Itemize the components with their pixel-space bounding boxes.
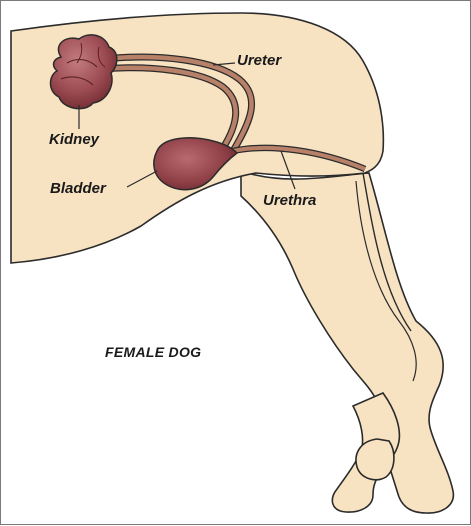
paw <box>356 439 394 480</box>
diagram-title: FEMALE DOG <box>105 345 201 359</box>
bladder <box>154 138 237 190</box>
ureter-label: Ureter <box>237 53 281 68</box>
urethra-label: Urethra <box>263 193 316 208</box>
kidney-label: Kidney <box>49 132 99 147</box>
hind-leg <box>241 171 453 513</box>
bladder-label: Bladder <box>50 181 106 196</box>
